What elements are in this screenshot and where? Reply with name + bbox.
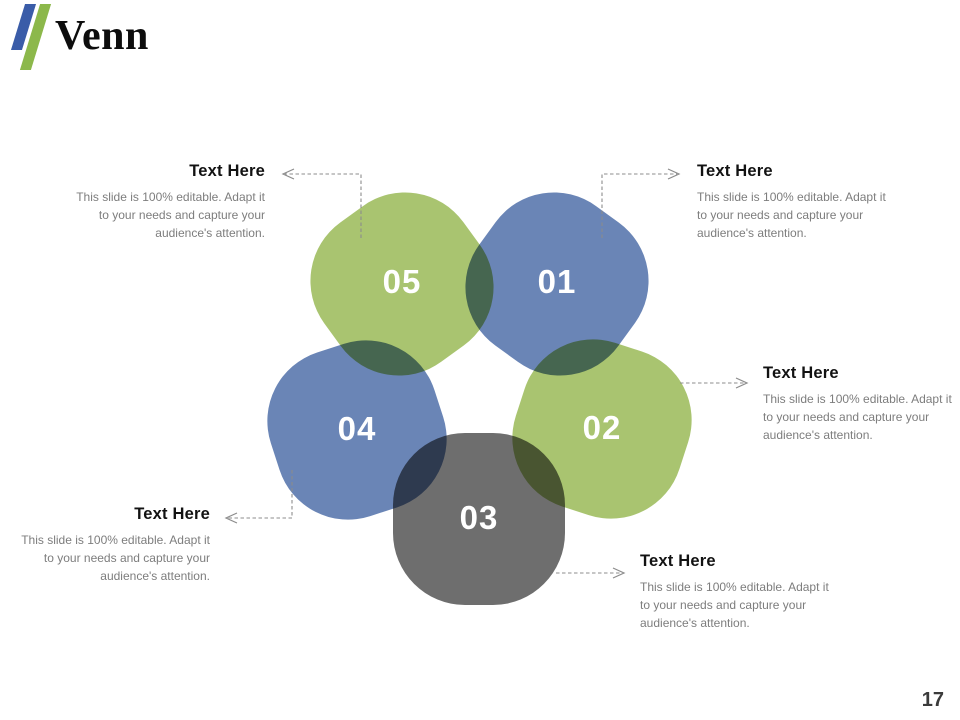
callout-01-heading: Text Here: [697, 162, 773, 180]
callout-02-body: This slide is 100% editable. Adapt it to…: [763, 392, 952, 443]
callout-01: Text Here This slide is 100% editable. A…: [697, 162, 887, 243]
callout-03: Text Here This slide is 100% editable. A…: [640, 552, 830, 633]
callout-02: Text Here This slide is 100% editable. A…: [763, 364, 953, 445]
callout-04: Text Here This slide is 100% editable. A…: [10, 505, 210, 586]
callout-03-body: This slide is 100% editable. Adapt it to…: [640, 580, 829, 631]
callout-04-body: This slide is 100% editable. Adapt it to…: [21, 533, 210, 584]
callout-03-heading: Text Here: [640, 552, 716, 570]
page-number: 17: [921, 689, 944, 711]
callout-04-heading: Text Here: [134, 505, 210, 523]
callout-05-heading: Text Here: [189, 162, 265, 180]
callout-05: Text Here This slide is 100% editable. A…: [65, 162, 265, 243]
callout-02-heading: Text Here: [763, 364, 839, 382]
page-title: Venn: [55, 13, 149, 59]
callout-01-body: This slide is 100% editable. Adapt it to…: [697, 190, 886, 241]
callout-05-body: This slide is 100% editable. Adapt it to…: [76, 190, 265, 241]
